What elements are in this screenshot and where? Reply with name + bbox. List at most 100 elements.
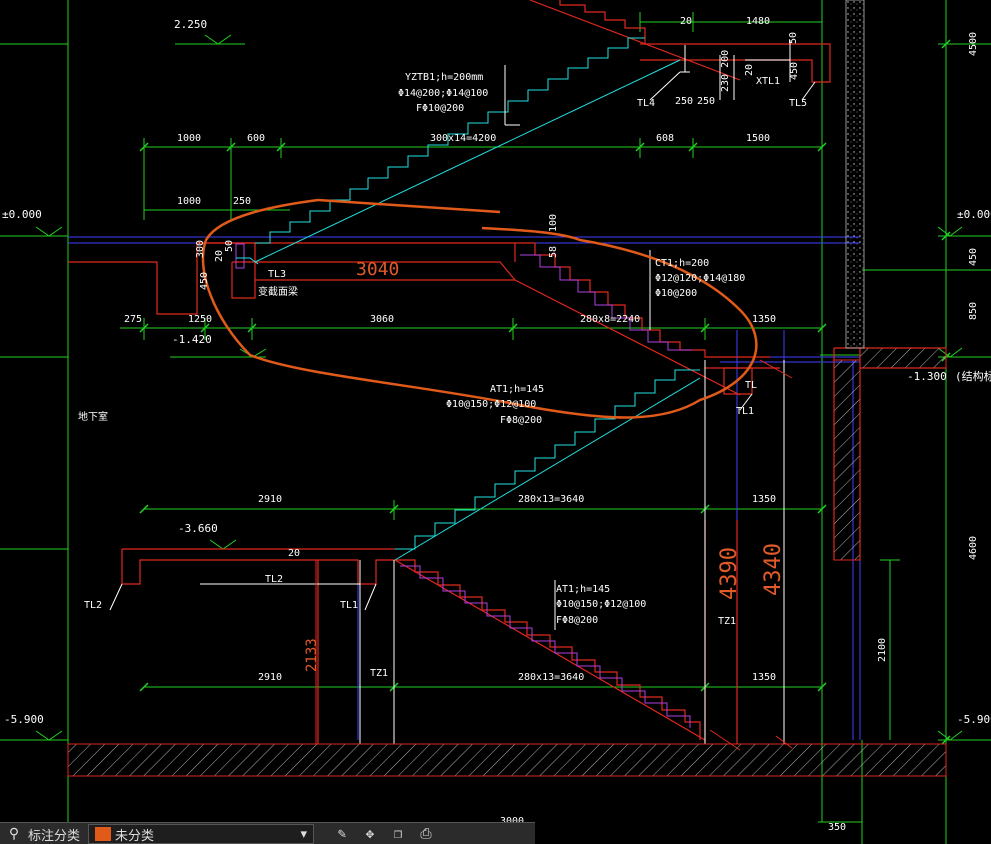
dim-100: 100 (548, 214, 559, 232)
print-icon[interactable]: ⎙ (420, 826, 432, 842)
ground-slab (67, 743, 947, 777)
red-dims (315, 359, 793, 751)
edit-icon[interactable]: ✎ (337, 826, 347, 842)
level-0000-right: ±0.000 (957, 208, 991, 221)
dim-1350b: 1350 (752, 494, 776, 505)
dim-20d: 20 (288, 548, 300, 559)
dim-850: 850 (968, 302, 979, 320)
dim-450: 450 (789, 62, 800, 80)
note-at1-upper-dist: FΦ8@200 (500, 415, 542, 426)
annot-3040: 3040 (356, 259, 399, 280)
category-dropdown[interactable]: 未分类 ▾ (88, 824, 315, 844)
level-5900-right: -5.900 (957, 713, 991, 726)
dim-450c: 450 (199, 272, 210, 290)
dim-1480: 1480 (746, 16, 770, 27)
dim-450r: 450 (968, 248, 979, 266)
dim-1000b: 1000 (177, 196, 201, 207)
dim-20b: 20 (744, 64, 755, 76)
level-2250: 2.250 (174, 18, 207, 31)
dim-4600: 4600 (968, 536, 979, 560)
label-tl5: TL5 (789, 98, 807, 109)
dim-300x14: 300x14=4200 (430, 133, 496, 144)
label-tl2-left: TL2 (84, 600, 102, 611)
chevron-down-icon: ▾ (300, 826, 308, 841)
dim-20: 20 (680, 16, 692, 27)
dim-608: 608 (656, 133, 674, 144)
note-at1-lower: AT1;h=145 (556, 584, 610, 595)
dim-230-200: 230 200 (720, 50, 731, 92)
label-basement: 地下室 (78, 410, 108, 423)
level-labels: 2.250 ±0.000 -1.420 -3.660 -5.900 ±0.000… (2, 18, 991, 726)
level-0000-left: ±0.000 (2, 208, 42, 221)
dim-3060: 3060 (370, 314, 394, 325)
dim-1000: 1000 (177, 133, 201, 144)
dim-50: 50 (788, 32, 799, 44)
pit-wall (833, 359, 861, 561)
markup-annotation (201, 198, 758, 419)
dim-250c: 250 (233, 196, 251, 207)
label-tl2-mid: TL2 (265, 574, 283, 585)
dim-280x13a: 280x13=3640 (518, 494, 584, 505)
dim-250a: 250 (675, 96, 693, 107)
level-note: (结构标 (955, 369, 991, 383)
level-1420: -1.420 (172, 333, 212, 346)
dim-1350c: 1350 (752, 672, 776, 683)
annot-4340: 4340 (761, 543, 786, 596)
member-notes: YZTB1;h=200mm Φ14@200;Φ14@100 FΦ10@200 C… (78, 72, 807, 679)
copy-icon[interactable]: ❐ (393, 826, 403, 842)
step-edges (235, 243, 692, 728)
label-tz1-right: TZ1 (718, 616, 736, 627)
annot-4390: 4390 (717, 547, 742, 600)
category-value: 未分类 (115, 827, 155, 843)
dim-2910b: 2910 (258, 672, 282, 683)
dim-280x8: 280x8=2240 (580, 314, 640, 325)
red-annotations: 3040 4390 4340 2133 (304, 259, 786, 672)
dim-1250: 1250 (188, 314, 212, 325)
dim-58: 58 (548, 246, 559, 258)
note-ct1-dist: Φ10@200 (655, 288, 697, 299)
markup-ellipse (201, 198, 758, 419)
note-yztb1-rebar: Φ14@200;Φ14@100 (398, 88, 488, 99)
dim-20c: 20 (214, 250, 225, 262)
dim-1500: 1500 (746, 133, 770, 144)
dim-250b: 250 (697, 96, 715, 107)
dim-300: 300 (195, 240, 206, 258)
dim-50b: 50 (224, 240, 235, 252)
color-swatch (95, 827, 112, 841)
label-tl3: TL3 (268, 269, 286, 280)
annot-2133: 2133 (304, 638, 320, 672)
dimension-labels: 20 1480 50 4500 230 200 20 450 250 250 1… (124, 16, 979, 833)
label-tl: TL (745, 380, 757, 391)
note-at1-lower-rebar: Φ10@150;Φ12@100 (556, 599, 646, 610)
move-icon[interactable]: ✥ (365, 826, 375, 842)
note-at1-upper: AT1;h=145 (490, 384, 544, 395)
dim-ticks (139, 39, 951, 745)
white-lines (109, 40, 816, 744)
floor-slab-right (859, 347, 947, 369)
dim-275: 275 (124, 314, 142, 325)
concrete-wall (845, 0, 865, 349)
label-tl1-right: TL1 (736, 406, 754, 417)
dim-350: 350 (828, 822, 846, 833)
level-3660: -3.660 (178, 522, 218, 535)
note-at1-lower-dist: FΦ8@200 (556, 615, 598, 626)
note-yztb1: YZTB1;h=200mm (405, 72, 483, 83)
label-variable-beam: 变截面梁 (258, 285, 298, 298)
dim-1350a: 1350 (752, 314, 776, 325)
label-xtl1: XTL1 (756, 76, 780, 87)
dim-3000: 3000 (500, 816, 524, 827)
label-tl4: TL4 (637, 98, 655, 109)
markup-stroke (317, 198, 501, 214)
level-1300: -1.300 (907, 370, 947, 383)
note-at1-upper-rebar: Φ10@150;Φ12@100 (446, 399, 536, 410)
note-ct1: CT1;h=200 (655, 258, 709, 269)
label-tl1-lower: TL1 (340, 600, 358, 611)
note-ct1-rebar: Φ12@120;Φ14@180 (655, 273, 745, 284)
link-icon[interactable]: ⚲ (8, 826, 20, 842)
dim-600: 600 (247, 133, 265, 144)
annotation-category-label: 标注分类 (28, 827, 81, 843)
annotation-toolbar: ⚲ 标注分类 未分类 ▾ ✎ ✥ ❐ ⎙ (0, 822, 535, 844)
note-yztb1-dist: FΦ10@200 (416, 103, 464, 114)
